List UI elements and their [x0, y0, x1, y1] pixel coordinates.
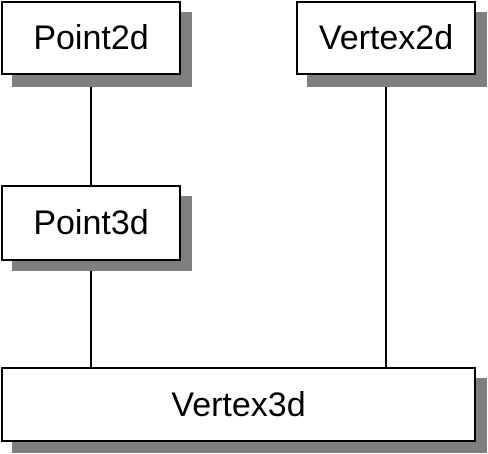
- vertex2d-label: Vertex2d: [318, 19, 454, 57]
- vertex3d-label: Vertex3d: [171, 385, 306, 424]
- connector-point3d-vertex3d: [90, 259, 92, 367]
- point2d-node: Point2d: [1, 1, 181, 75]
- point3d-label: Point3d: [33, 204, 149, 242]
- vertex3d-node: Vertex3d: [1, 367, 476, 442]
- point3d-node: Point3d: [1, 185, 181, 261]
- connector-vertex2d-vertex3d: [385, 73, 387, 367]
- point2d-label: Point2d: [33, 19, 149, 57]
- vertex2d-node: Vertex2d: [296, 1, 476, 75]
- connector-point2d-point3d: [90, 73, 92, 185]
